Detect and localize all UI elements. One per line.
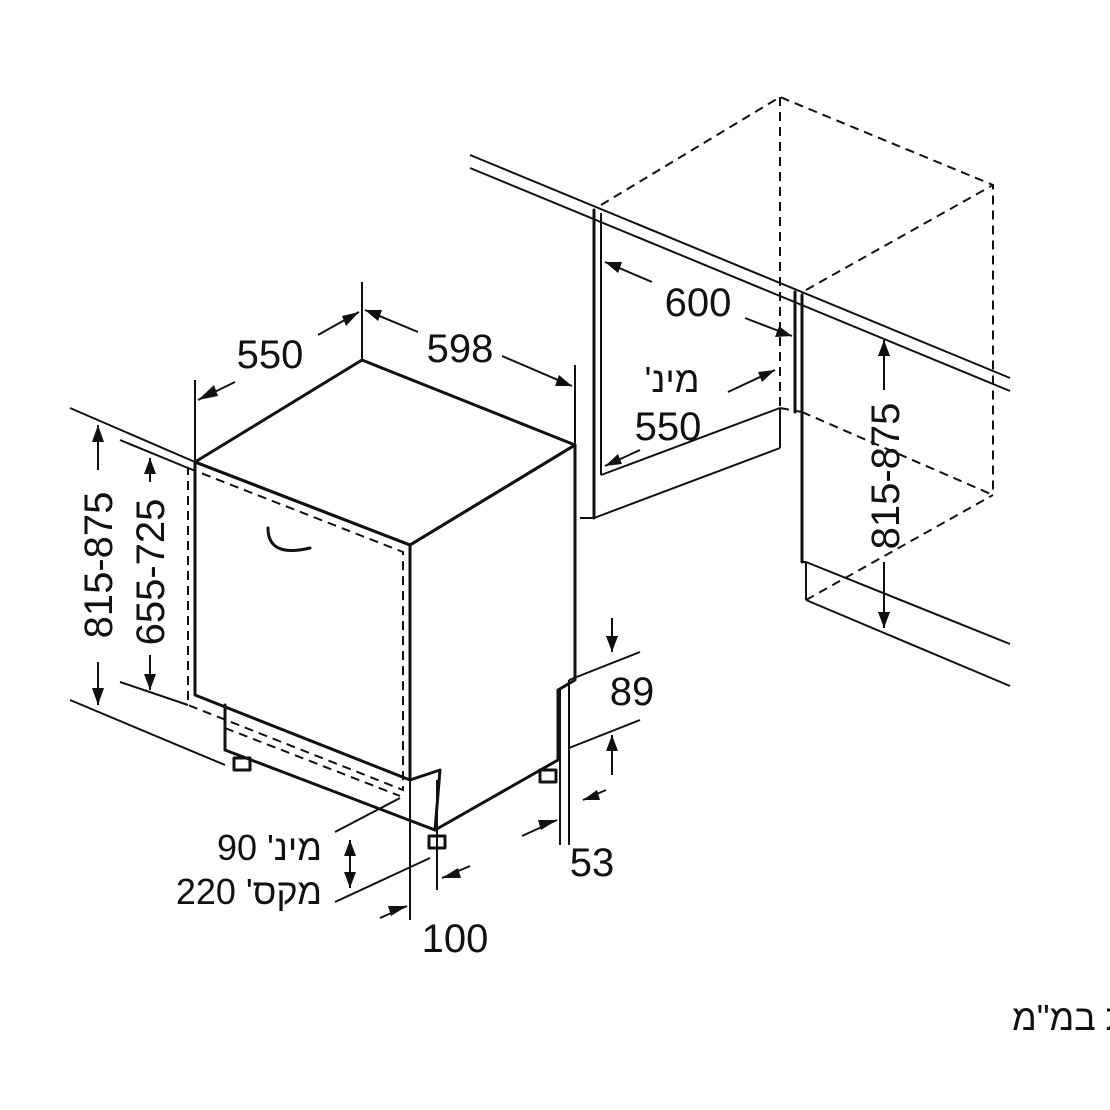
units-caption: מידות במ"מ xyxy=(1012,997,1110,1038)
plinth-offset-label: 53 xyxy=(570,841,615,885)
plinth-gap-label: 89 xyxy=(610,670,655,714)
door-handle xyxy=(266,526,312,552)
arrowheads xyxy=(92,262,890,916)
niche-depth-min-label: מינ' xyxy=(645,359,700,400)
plinth-setback-label: 100 xyxy=(422,917,489,961)
depth-label: 550 xyxy=(237,333,304,377)
height-range-right-label: 815-875 xyxy=(864,403,908,550)
width-label: 598 xyxy=(427,327,494,371)
niche-depth-value: 550 xyxy=(635,405,702,449)
height-range-inner-label: 655-725 xyxy=(129,499,173,646)
plinth-min-label: מינ' 90 xyxy=(217,827,322,868)
plinth-max-label: מקס' 220 xyxy=(176,871,322,912)
dimension-labels: 550 598 600 מינ' 550 815-875 655-725 815… xyxy=(77,281,908,961)
niche-width-label: 600 xyxy=(665,281,732,325)
height-range-left-label: 815-875 xyxy=(77,492,121,639)
niche-drawing xyxy=(469,95,1011,687)
